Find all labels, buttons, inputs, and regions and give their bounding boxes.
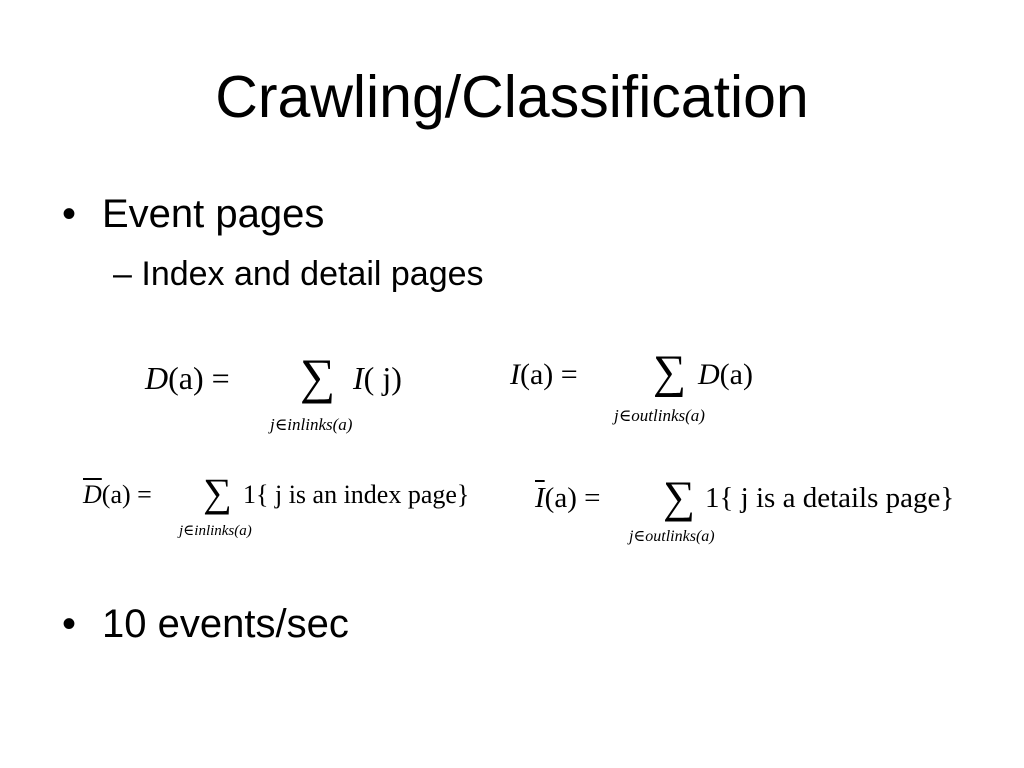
equation-body: I( j) — [353, 360, 402, 396]
sigma-symbol: ∑ — [653, 347, 687, 398]
sub-bullet-marker: – — [113, 255, 132, 293]
equation-d-of-a: D(a) = ∑ I( j) j∈inlinks(a) — [145, 352, 445, 440]
equation-lhs: I(a) = — [535, 482, 601, 514]
equation-body: D(a) — [698, 358, 753, 391]
equation-lhs: D(a) = — [145, 360, 230, 396]
sigma-symbol: ∑ — [663, 472, 696, 522]
sigma-symbol: ∑ — [203, 470, 232, 515]
equation-ibar-of-a: I(a) = ∑ 1{ j is a details page} j∈outli… — [535, 475, 965, 552]
equation-subscript: j∈outlinks(a) — [614, 406, 705, 425]
bullet-marker: • — [62, 192, 77, 236]
equation-subscript: j∈inlinks(a) — [179, 523, 252, 539]
sub-bullet-index-detail: – Index and detail pages — [113, 254, 484, 294]
equation-subscript: j∈outlinks(a) — [629, 528, 715, 545]
bullet-text: 10 events/sec — [102, 602, 349, 646]
equation-subscript: j∈inlinks(a) — [270, 415, 353, 434]
bullet-marker: • — [62, 602, 77, 646]
equation-body: 1{ j is an index page} — [243, 480, 470, 509]
equation-lhs: D(a) = — [83, 480, 152, 509]
equation-lhs: I(a) = — [510, 358, 578, 391]
bullet-text: Event pages — [102, 192, 325, 236]
equation-dbar-of-a: D(a) = ∑ 1{ j is an index page} j∈inlink… — [83, 472, 503, 550]
bullet-events-per-sec: • 10 events/sec — [62, 600, 349, 648]
equation-body: 1{ j is a details page} — [705, 482, 955, 514]
sub-bullet-text: Index and detail pages — [141, 255, 484, 293]
equation-i-of-a: I(a) = ∑ D(a) j∈outlinks(a) — [510, 349, 790, 438]
sigma-symbol: ∑ — [300, 349, 336, 404]
slide-title: Crawling/Classification — [215, 64, 809, 130]
bullet-event-pages: • Event pages — [62, 190, 324, 238]
